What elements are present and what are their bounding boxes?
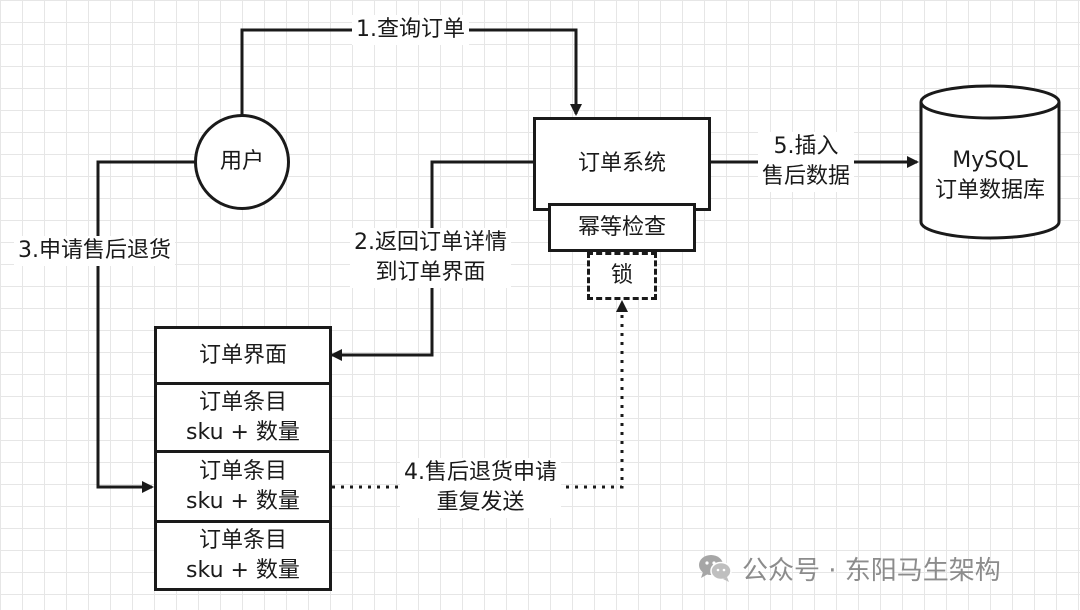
order-item-2-line1: 订单条目 — [198, 458, 287, 484]
edge-label-insert-data: 5.插入 售后数据 — [758, 132, 855, 192]
edge-label-repeat-request-line2: 重复发送 — [436, 490, 525, 515]
edge-label-return-detail-line1: 2.返回订单详情 — [354, 230, 507, 255]
order-item-3-line1: 订单条目 — [198, 527, 287, 553]
user-label: 用户 — [219, 149, 264, 174]
edge-label-apply-return: 3.申请售后退货 — [14, 236, 175, 266]
wechat-icon — [699, 555, 732, 582]
order-page-label: 订单界面 — [198, 342, 287, 368]
order-item-2-line2: sku + 数量 — [186, 488, 300, 514]
database-label-line2: 订单数据库 — [934, 178, 1045, 203]
lock-label: 锁 — [610, 263, 633, 288]
lock-node: 锁 — [587, 252, 657, 300]
edge-label-insert-data-line2: 售后数据 — [762, 164, 851, 189]
edge-label-repeat-request-line1: 4.售后退货申请 — [404, 460, 557, 485]
order-item-2: 订单条目 sku + 数量 — [154, 450, 332, 523]
order-item-3: 订单条目 sku + 数量 — [154, 520, 332, 591]
edge-label-return-detail: 2.返回订单详情 到订单界面 — [350, 228, 511, 288]
order-item-1-line2: sku + 数量 — [186, 419, 300, 445]
order-item-1: 订单条目 sku + 数量 — [154, 382, 332, 453]
order-system-node: 订单系统 — [533, 117, 711, 211]
edge-label-query-order-text: 1.查询订单 — [356, 17, 465, 42]
user-node: 用户 — [194, 114, 290, 210]
edge-label-return-detail-line2: 到订单界面 — [375, 260, 486, 285]
watermark: 公众号 · 东阳马生架构 — [698, 548, 1001, 588]
edge-label-repeat-request: 4.售后退货申请 重复发送 — [400, 458, 561, 518]
idempotency-check-node: 幂等检查 — [548, 203, 696, 252]
edge-label-apply-return-text: 3.申请售后退货 — [18, 238, 171, 263]
order-system-label: 订单系统 — [577, 151, 666, 176]
edge-label-query-order: 1.查询订单 — [352, 15, 469, 45]
idempotency-check-label: 幂等检查 — [577, 214, 666, 240]
order-page-node: 订单界面 — [154, 326, 332, 385]
database-label: MySQL 订单数据库 — [922, 146, 1058, 206]
edge-label-insert-data-line1: 5.插入 — [773, 134, 839, 159]
database-label-line1: MySQL — [952, 148, 1028, 173]
order-item-3-line2: sku + 数量 — [186, 557, 300, 583]
order-item-1-line1: 订单条目 — [198, 389, 287, 415]
watermark-text: 公众号 · 东阳马生架构 — [742, 555, 1001, 586]
